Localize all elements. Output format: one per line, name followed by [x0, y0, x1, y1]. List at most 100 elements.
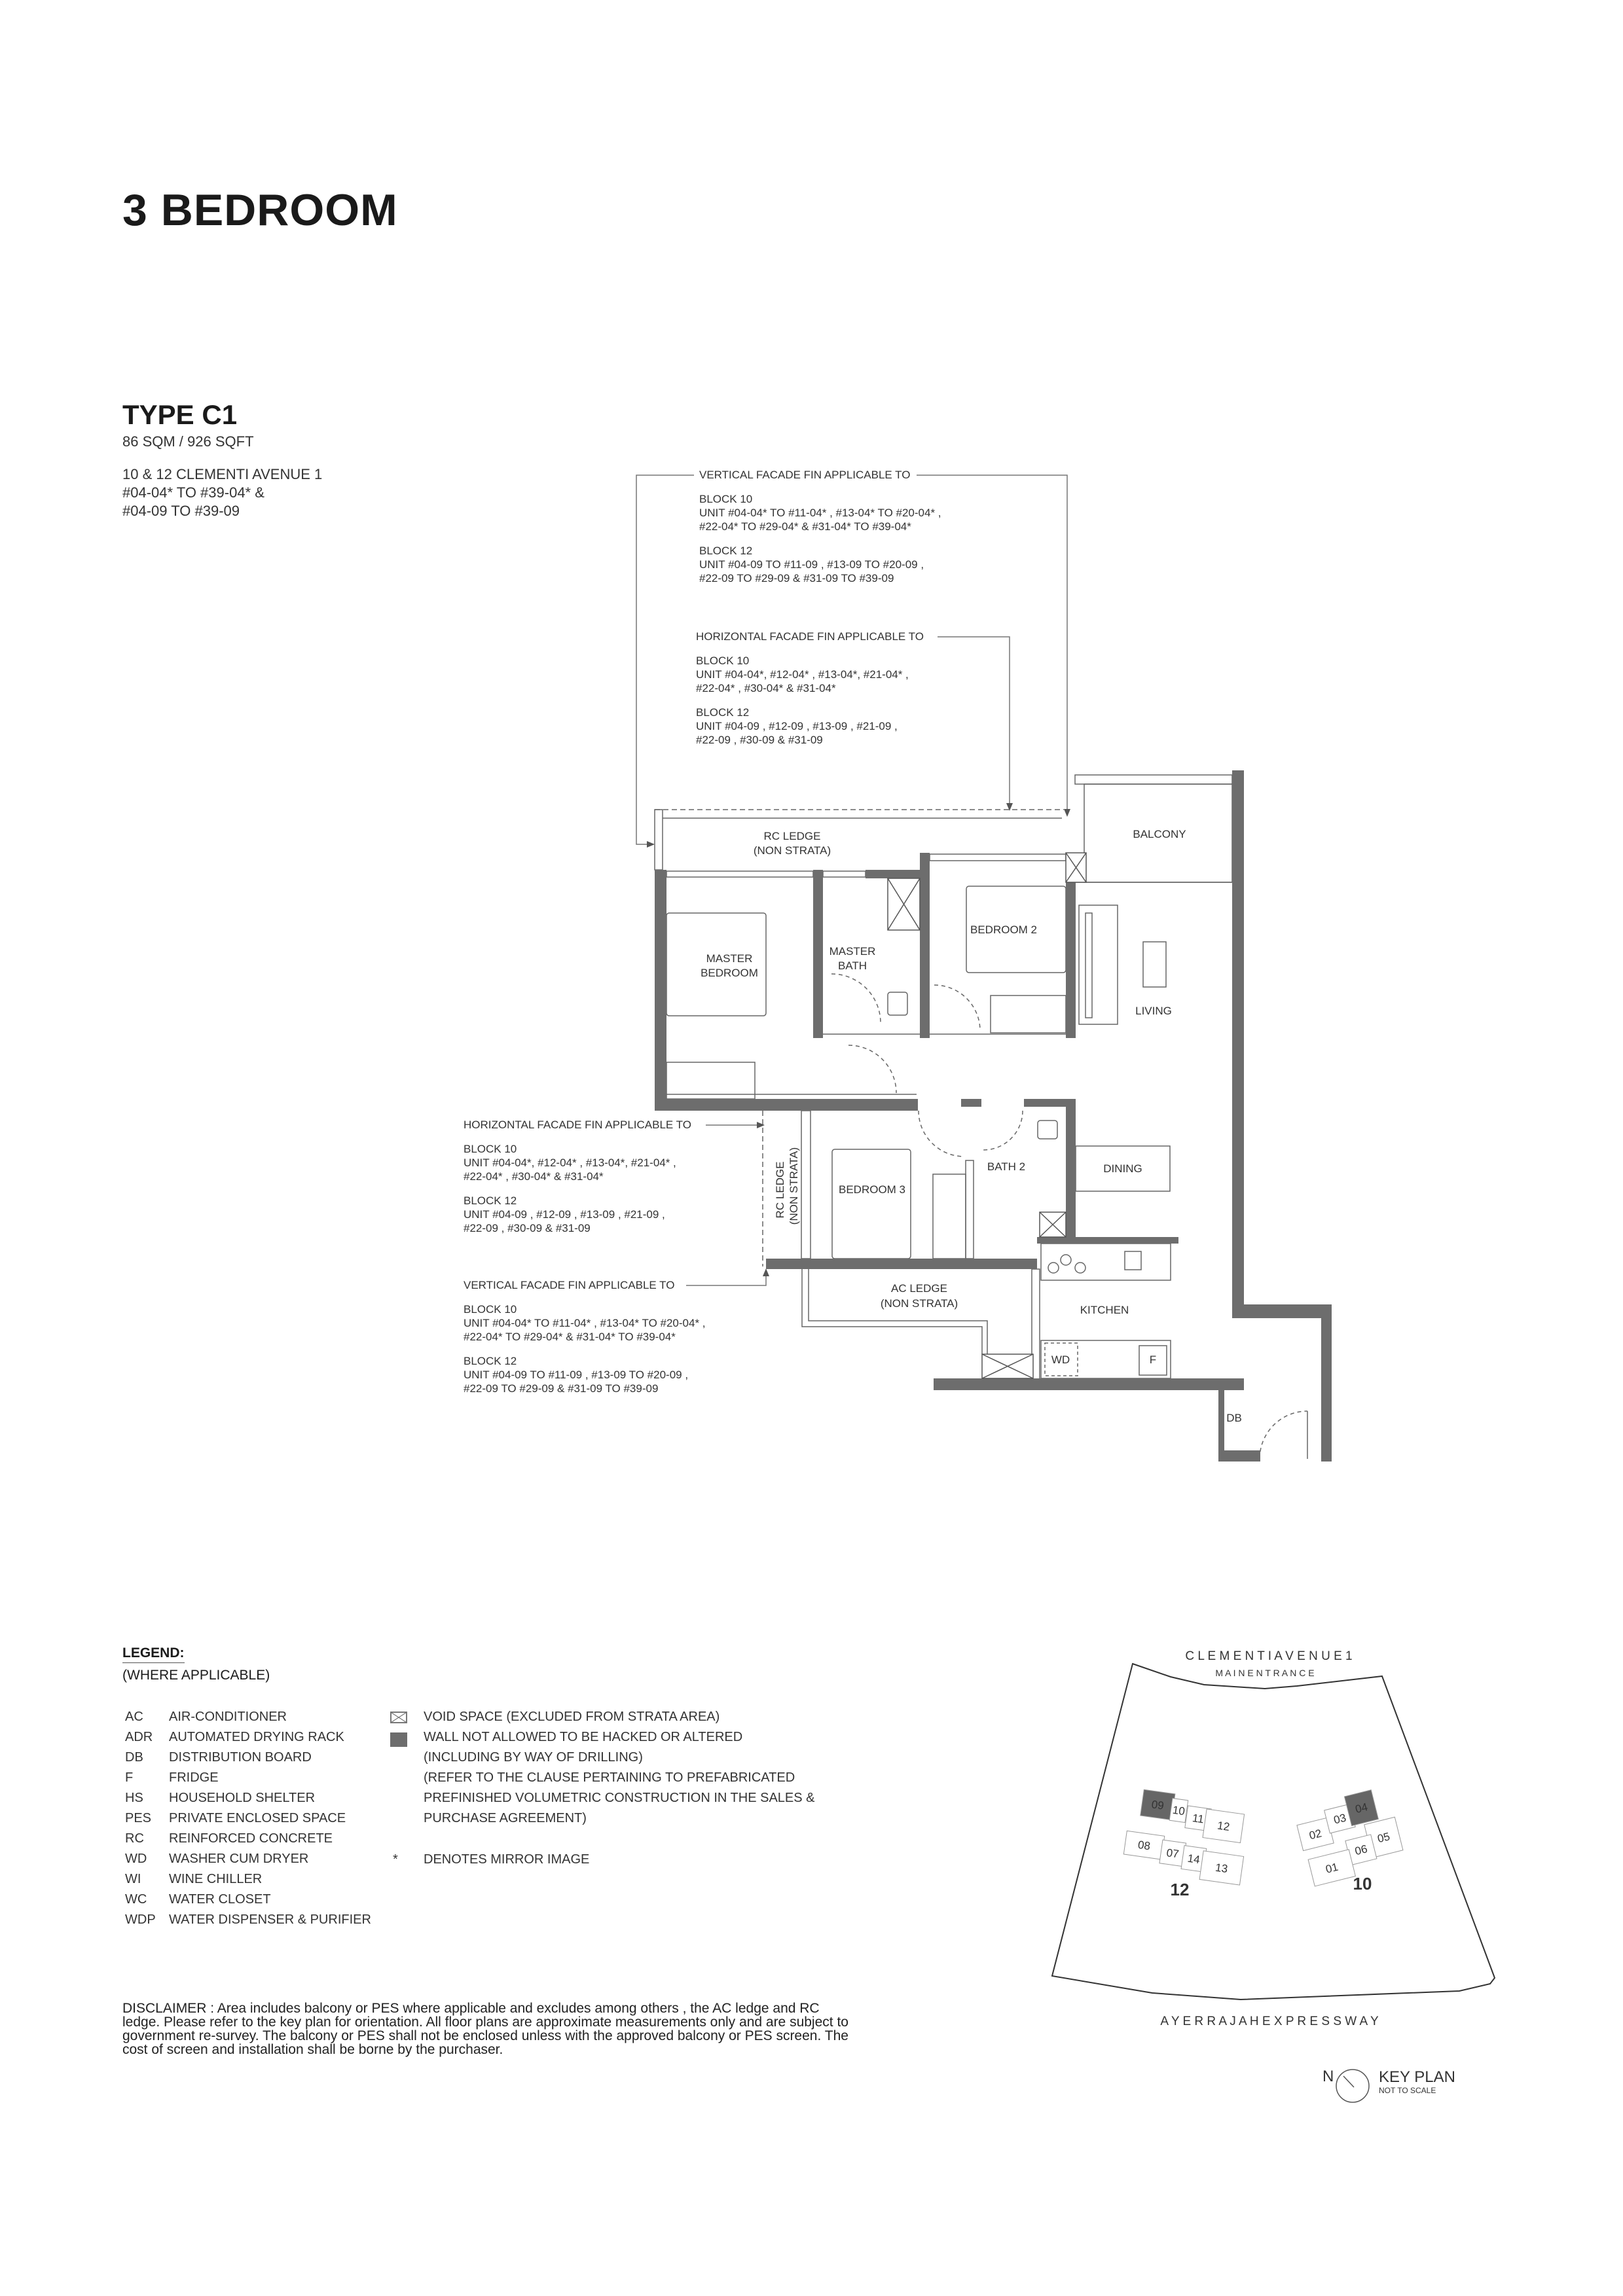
callout-block: BLOCK 10 [696, 655, 750, 667]
legend-wall-2: (INCLUDING BY WAY OF DRILLING) [424, 1750, 643, 1765]
unit-04-highlighted [1343, 1789, 1379, 1827]
callout-top-horizontal: HORIZONTAL FACADE FIN APPLICABLE TO BLOC… [696, 630, 924, 747]
callout-title: HORIZONTAL FACADE FIN APPLICABLE TO [464, 1119, 691, 1131]
unit-number: 07 [1166, 1846, 1180, 1860]
rc-ledge-sub-label: (NON STRATA) [754, 844, 831, 857]
legend-subtitle: (WHERE APPLICABLE) [122, 1668, 270, 1683]
north-arrow-icon [1336, 2069, 1370, 2103]
distribution-board-label: DB [1226, 1412, 1242, 1424]
callout-left-vertical: VERTICAL FACADE FIN APPLICABLE TO BLOCK … [464, 1278, 706, 1395]
legend-desc: WASHER CUM DRYER [169, 1852, 309, 1866]
callout-block: BLOCK 12 [464, 1194, 517, 1207]
legend-abbr: WI [125, 1872, 141, 1886]
callout-block: BLOCK 12 [699, 545, 753, 557]
rc-ledge-vertical-sub-label: (NON STRATA) [788, 1147, 800, 1225]
living-label: LIVING [1135, 1005, 1172, 1017]
balcony-label: BALCONY [1133, 828, 1186, 840]
callout-block: BLOCK 10 [464, 1143, 517, 1155]
unit-range-1: #04-04* TO #39-04* & [122, 484, 264, 501]
callout-left-horizontal: HORIZONTAL FACADE FIN APPLICABLE TO BLOC… [464, 1118, 691, 1235]
legend-desc: REINFORCED CONCRETE [169, 1831, 333, 1846]
legend-desc: WATER DISPENSER & PURIFIER [169, 1912, 371, 1927]
washer-dryer-label: WD [1051, 1354, 1070, 1366]
callout-units: #22-04* , #30-04* & #31-04* [696, 682, 836, 694]
unit-number: 04 [1354, 1801, 1369, 1816]
legend-desc: WINE CHILLER [169, 1872, 263, 1886]
callout-units: #22-09 , #30-09 & #31-09 [464, 1222, 591, 1234]
legend-abbr: HS [125, 1791, 143, 1805]
unit-number: 13 [1214, 1861, 1228, 1875]
legend-desc: PRIVATE ENCLOSED SPACE [169, 1811, 346, 1825]
page-title: 3 BEDROOM [122, 185, 398, 235]
callout-units: UNIT #04-04* TO #11-04* , #13-04* TO #20… [699, 507, 941, 519]
legend-abbr: F [125, 1770, 134, 1785]
kitchen-label: KITCHEN [1080, 1304, 1129, 1316]
block-10-label: 10 [1353, 1874, 1372, 1893]
callout-block: BLOCK 12 [696, 706, 750, 719]
bath-2-label: BATH 2 [987, 1160, 1025, 1173]
legend-wall-5: PURCHASE AGREEMENT) [424, 1811, 587, 1825]
callout-title: VERTICAL FACADE FIN APPLICABLE TO [699, 469, 911, 481]
ac-ledge-label: AC LEDGE [891, 1282, 947, 1295]
unit-type: TYPE C1 [122, 399, 238, 430]
rc-ledge-label: RC LEDGE [764, 830, 821, 842]
unit-number: 02 [1308, 1827, 1323, 1842]
legend-abbr: WDP [125, 1912, 156, 1927]
unit-address: 10 & 12 CLEMENTI AVENUE 1 [122, 466, 323, 482]
callout-block: BLOCK 12 [464, 1355, 517, 1367]
callout-units: UNIT #04-09 , #12-09 , #13-09 , #21-09 , [696, 720, 898, 732]
fridge-label: F [1150, 1354, 1156, 1366]
legend-wall-3: (REFER TO THE CLAUSE PERTAINING TO PREFA… [424, 1770, 795, 1785]
legend-abbr: WD [125, 1852, 147, 1866]
bedroom-2-label: BEDROOM 2 [970, 924, 1037, 936]
void-space-icons [887, 852, 1087, 1379]
asterisk-icon: * [393, 1852, 398, 1867]
plan-thin-lines [654, 774, 1308, 1460]
legend-desc: FRIDGE [169, 1770, 219, 1785]
unit-13 [1199, 1850, 1245, 1886]
legend-wall-4: PREFINISHED VOLUMETRIC CONSTRUCTION IN T… [424, 1791, 815, 1805]
callout-units: #22-09 TO #29-09 & #31-09 TO #39-09 [699, 572, 894, 584]
north-label: N [1322, 2068, 1334, 2085]
ac-ledge-sub-label: (NON STRATA) [881, 1297, 958, 1310]
legend-title: LEGEND: [122, 1645, 185, 1663]
callout-units: #22-04* , #30-04* & #31-04* [464, 1170, 604, 1183]
rc-ledge-vertical-label: RC LEDGE [774, 1162, 786, 1219]
main-entrance-label: M A I N E N T R A N C E [1215, 1668, 1314, 1678]
callout-units: #22-09 , #30-09 & #31-09 [696, 734, 823, 746]
legend-abbr: PES [125, 1811, 152, 1825]
unit-number: 12 [1216, 1820, 1230, 1833]
master-bath-label: MASTER [830, 945, 876, 958]
legend-desc: AUTOMATED DRYING RACK [169, 1730, 344, 1744]
callout-title: VERTICAL FACADE FIN APPLICABLE TO [464, 1279, 675, 1291]
key-plan-subtitle: NOT TO SCALE [1379, 2086, 1436, 2095]
callout-block: BLOCK 10 [699, 493, 753, 505]
unit-number: 01 [1324, 1861, 1340, 1876]
room-labels: RC LEDGE (NON STRATA) BALCONY MASTER BED… [701, 828, 1242, 1424]
legend-desc: DISTRIBUTION BOARD [169, 1750, 312, 1765]
callout-title: HORIZONTAL FACADE FIN APPLICABLE TO [696, 630, 924, 643]
callout-units: UNIT #04-04*, #12-04* , #13-04*, #21-04*… [464, 1157, 676, 1169]
unit-number: 11 [1192, 1812, 1205, 1825]
dining-label: DINING [1103, 1162, 1142, 1175]
unit-area: 86 SQM / 926 SQFT [122, 433, 254, 450]
callout-units: UNIT #04-09 TO #11-09 , #13-09 TO #20-09… [464, 1369, 689, 1381]
legend-wall-1: WALL NOT ALLOWED TO BE HACKED OR ALTERED [424, 1730, 743, 1744]
legend-void: VOID SPACE (EXCLUDED FROM STRATA AREA) [424, 1710, 720, 1724]
legend-desc: AIR-CONDITIONER [169, 1710, 287, 1724]
legend-abbr: RC [125, 1831, 144, 1846]
site-boundary [1051, 1662, 1496, 2001]
callout-units: #22-09 TO #29-09 & #31-09 TO #39-09 [464, 1382, 659, 1395]
disclaimer: DISCLAIMER : Area includes balcony or PE… [122, 2001, 848, 2057]
callout-block: BLOCK 10 [464, 1303, 517, 1316]
plan-walls [655, 770, 1332, 1462]
void-space-icon [390, 1712, 407, 1723]
unit-number: 06 [1354, 1842, 1369, 1857]
callout-units: UNIT #04-04*, #12-04* , #13-04*, #21-04*… [696, 668, 909, 681]
key-plan: C L E M E N T I A V E N U E 1 M A I N E … [1051, 1649, 1496, 2103]
unit-range-2: #04-09 TO #39-09 [122, 503, 240, 519]
unit-number: 09 [1151, 1798, 1165, 1812]
